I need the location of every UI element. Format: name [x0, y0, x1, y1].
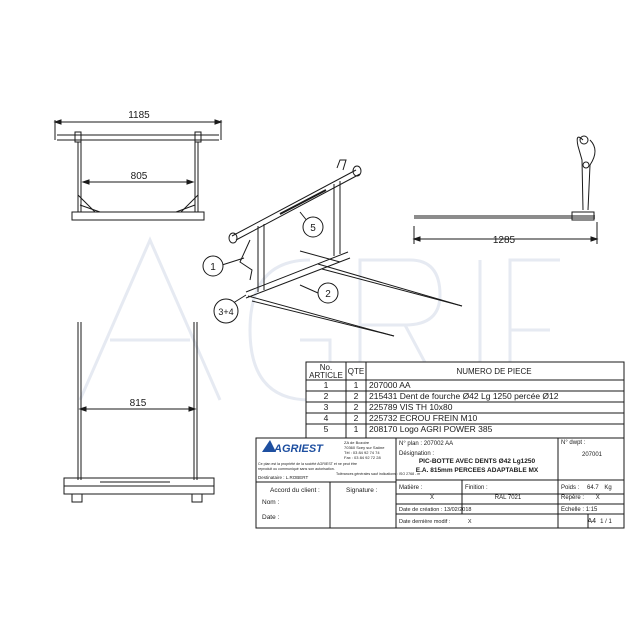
- bom-cell-no: 4: [324, 413, 329, 423]
- agriest-logo: AGRIEST: [262, 440, 324, 455]
- bom-row: 4 2 225732 ECROU FREIN M10: [324, 413, 478, 423]
- creation-date: Date de création : 13/02/2018: [399, 507, 471, 513]
- balloon-2: 2: [317, 282, 339, 304]
- bom-cell-qty: 2: [354, 391, 359, 401]
- bom-cell-no: 3: [324, 402, 329, 412]
- company-address: ZA de Bozoire 70360 Scey sur Saône Tél :…: [344, 440, 385, 460]
- accord-label: Accord du client :: [270, 487, 320, 494]
- sheet-page: 1 / 1: [600, 519, 612, 525]
- svg-text:5: 5: [310, 223, 316, 234]
- front-view: [63, 322, 215, 503]
- bom-cell-name: 215431 Dent de fourche Ø42 Lg 1250 percé…: [369, 391, 559, 401]
- title-block: [255, 437, 625, 529]
- matiere-value: X: [430, 495, 434, 501]
- bom-cell-name: 208170 Logo AGRI POWER 385: [369, 424, 493, 434]
- bom-row: 5 1 208170 Logo AGRI POWER 385: [324, 424, 493, 434]
- svg-text:2: 2: [325, 289, 331, 300]
- svg-text:AGRIEST: AGRIEST: [273, 443, 324, 455]
- bom-row: 1 1 207000 AA: [324, 380, 411, 390]
- bom-cell-no: 2: [324, 391, 329, 401]
- confidential-note: Ce plan est la propriété de la société A…: [258, 462, 358, 471]
- bom-table: [305, 361, 625, 439]
- dim-top-inner: 805: [131, 171, 148, 182]
- finition-label: Finition :: [465, 485, 488, 491]
- svg-text:Tél : 03 84 92 74 74: Tél : 03 84 92 74 74: [344, 450, 380, 455]
- svg-text:ZA de Bozoire: ZA de Bozoire: [344, 440, 370, 445]
- destinataire: Destinataire : L.ROBERT: [258, 475, 308, 480]
- svg-text:70360 Scey sur Saône: 70360 Scey sur Saône: [344, 445, 385, 450]
- side-view: [412, 135, 599, 244]
- bom-header-name: NUMERO DE PIECE: [456, 367, 531, 376]
- poids: Poids : 64.7 Kg: [561, 485, 612, 491]
- balloon-3-4: 3+4: [213, 298, 239, 324]
- bom-row: 3 2 225789 VIS TH 10x80: [324, 402, 453, 412]
- svg-text:1: 1: [210, 262, 216, 273]
- bom-cell-qty: 2: [354, 402, 359, 412]
- nom-label: Nom :: [262, 499, 280, 506]
- bom-cell-qty: 1: [354, 380, 359, 390]
- finition-value: RAL 7021: [495, 495, 522, 501]
- bom-cell-name: 225732 ECROU FREIN M10: [369, 413, 477, 423]
- top-view: [53, 119, 223, 221]
- bom-row: 2 2 215431 Dent de fourche Ø42 Lg 1250 per…: [324, 391, 559, 401]
- balloon-5: 5: [302, 216, 324, 238]
- bom-header-qty: QTE: [348, 367, 364, 376]
- bom-header-no: No.: [320, 363, 332, 372]
- bom-cell-name: 225789 VIS TH 10x80: [369, 402, 453, 412]
- matiere-label: Matière :: [399, 485, 423, 491]
- bom-cell-no: 1: [324, 380, 329, 390]
- bom-cell-name: 207000 AA: [369, 380, 411, 390]
- designation-line1: PIC-BOTTE AVEC DENTS Ø42 Lg1250: [419, 458, 536, 465]
- bom-cell-qty: 2: [354, 413, 359, 423]
- svg-text:3+4: 3+4: [218, 307, 233, 317]
- bom-cell-qty: 1: [354, 424, 359, 434]
- dim-side-length: 1285: [493, 235, 516, 246]
- svg-text:Fax : 03 84 92 72 28: Fax : 03 84 92 72 28: [344, 455, 381, 460]
- bom-cell-no: 5: [324, 424, 329, 434]
- tolerances-note: Tolérances générales sauf indications : …: [336, 472, 420, 476]
- designation-line2: E.A. 815mm PERCEES ADAPTABLE MX: [416, 467, 539, 474]
- balloon-1: 1: [202, 255, 224, 277]
- isometric-view: [221, 159, 463, 337]
- signature-label: Signature :: [346, 487, 378, 494]
- plan-no: N° plan : 207002 AA: [399, 441, 453, 447]
- echelle: Echelle : 1:15: [561, 507, 598, 513]
- sheet-format: A4: [587, 518, 596, 525]
- dwpt-label: N° dwpt :: [561, 440, 586, 446]
- dim-top-width: 1185: [128, 110, 150, 121]
- dwpt-value: 207001: [582, 452, 603, 458]
- bom-header-article: ARTICLE: [309, 371, 343, 380]
- dim-front-width: 815: [130, 398, 147, 409]
- modif-date: Date dernière modif : X: [399, 519, 472, 525]
- date-label: Date :: [262, 514, 280, 521]
- designation-label: Désignation :: [399, 451, 434, 457]
- repere: Repère : X: [561, 495, 600, 501]
